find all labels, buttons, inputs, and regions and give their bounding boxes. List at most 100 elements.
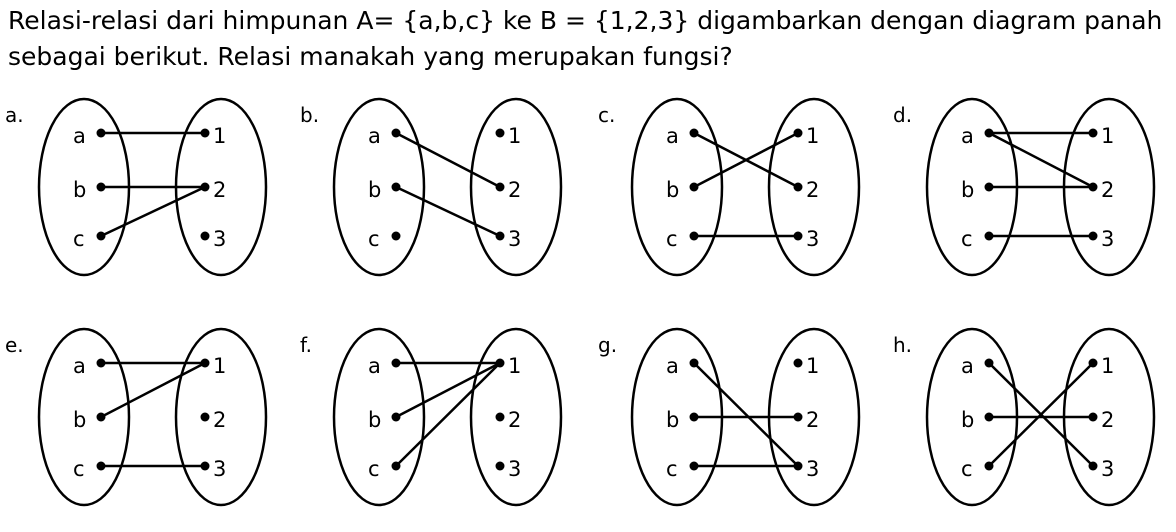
arrow-c-2 [100, 185, 206, 238]
codomain-dot-2 [1088, 182, 1098, 192]
codomain-label-2: 2 [1101, 408, 1114, 432]
domain-label-a: a [666, 124, 679, 148]
codomain-dot-2 [200, 412, 210, 422]
option-label: a. [5, 103, 24, 127]
domain-dot-a [689, 358, 699, 368]
codomain-label-2: 2 [1101, 178, 1114, 202]
codomain-label-1: 1 [508, 124, 521, 148]
domain-label-a: a [368, 354, 381, 378]
codomain-label-1: 1 [508, 354, 521, 378]
domain-dot-c [984, 231, 994, 241]
domain-label-b: b [961, 178, 974, 202]
arrow-b-1 [693, 131, 799, 189]
domain-dot-a [984, 128, 994, 138]
arrow-a-2 [395, 131, 501, 189]
domain-label-c: c [961, 457, 973, 481]
domain-dot-a [391, 128, 401, 138]
domain-dot-c [96, 461, 106, 471]
domain-dot-c [96, 231, 106, 241]
codomain-label-1: 1 [213, 124, 226, 148]
set-b-oval [174, 327, 268, 507]
codomain-dot-1 [200, 128, 210, 138]
domain-label-a: a [368, 124, 381, 148]
codomain-label-2: 2 [213, 178, 226, 202]
option-label: f. [300, 333, 312, 357]
set-a-oval [630, 97, 724, 277]
arrow-c-1 [395, 362, 501, 467]
codomain-label-3: 3 [1101, 457, 1114, 481]
arrow-a-3 [693, 362, 799, 467]
codomain-dot-1 [1088, 128, 1098, 138]
codomain-dot-1 [793, 128, 803, 138]
arrow-b-1 [100, 361, 206, 419]
domain-label-c: c [73, 457, 85, 481]
codomain-dot-3 [200, 231, 210, 241]
arrow-b-1 [395, 361, 501, 419]
codomain-label-3: 3 [806, 457, 819, 481]
domain-label-c: c [73, 227, 85, 251]
domain-label-b: b [666, 178, 679, 202]
domain-dot-a [984, 358, 994, 368]
codomain-dot-2 [495, 412, 505, 422]
codomain-label-3: 3 [806, 227, 819, 251]
domain-dot-c [391, 231, 401, 241]
option-label: b. [300, 103, 319, 127]
domain-label-c: c [368, 457, 380, 481]
domain-label-b: b [368, 408, 381, 432]
codomain-label-2: 2 [806, 408, 819, 432]
codomain-dot-2 [793, 182, 803, 192]
codomain-label-2: 2 [508, 178, 521, 202]
domain-dot-b [984, 412, 994, 422]
codomain-label-3: 3 [213, 457, 226, 481]
arrow-b-3 [395, 185, 501, 238]
domain-label-a: a [73, 354, 86, 378]
domain-label-c: c [961, 227, 973, 251]
codomain-dot-1 [495, 358, 505, 368]
codomain-dot-2 [793, 412, 803, 422]
arrow-c-1 [988, 362, 1094, 467]
domain-label-a: a [73, 124, 86, 148]
codomain-dot-2 [495, 182, 505, 192]
domain-dot-c [984, 461, 994, 471]
codomain-dot-1 [793, 358, 803, 368]
domain-label-b: b [961, 408, 974, 432]
set-b-oval [469, 97, 563, 277]
domain-dot-b [689, 182, 699, 192]
codomain-dot-1 [200, 358, 210, 368]
domain-dot-c [391, 461, 401, 471]
set-b-oval [469, 327, 563, 507]
domain-label-b: b [73, 178, 86, 202]
domain-dot-c [689, 461, 699, 471]
option-label: e. [5, 333, 24, 357]
domain-label-c: c [368, 227, 380, 251]
codomain-label-3: 3 [508, 227, 521, 251]
domain-label-c: c [666, 227, 678, 251]
codomain-dot-3 [1088, 231, 1098, 241]
codomain-dot-2 [1088, 412, 1098, 422]
codomain-dot-3 [495, 461, 505, 471]
domain-label-a: a [961, 354, 974, 378]
domain-label-b: b [73, 408, 86, 432]
codomain-label-1: 1 [806, 124, 819, 148]
domain-dot-b [391, 182, 401, 192]
codomain-dot-1 [495, 128, 505, 138]
codomain-label-2: 2 [213, 408, 226, 432]
codomain-label-2: 2 [806, 178, 819, 202]
codomain-dot-1 [1088, 358, 1098, 368]
domain-dot-b [96, 182, 106, 192]
domain-dot-b [984, 182, 994, 192]
codomain-dot-2 [200, 182, 210, 192]
codomain-label-2: 2 [508, 408, 521, 432]
domain-label-b: b [666, 408, 679, 432]
codomain-dot-3 [1088, 461, 1098, 471]
domain-dot-b [689, 412, 699, 422]
domain-dot-a [689, 128, 699, 138]
codomain-label-1: 1 [806, 354, 819, 378]
